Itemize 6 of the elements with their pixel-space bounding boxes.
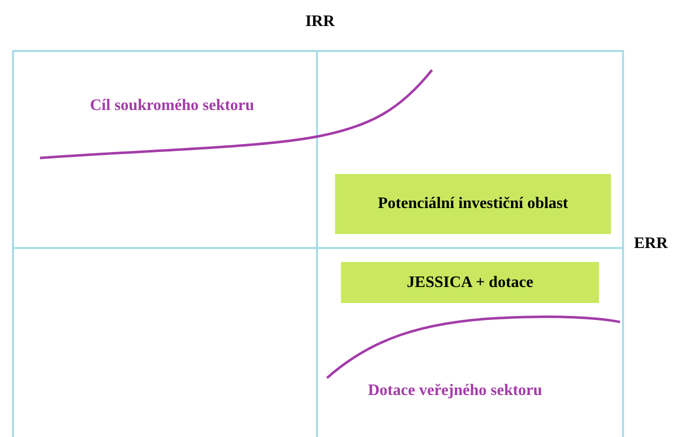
curve-label: Cíl soukromého sektoru bbox=[90, 96, 254, 116]
axis-label: ERR bbox=[634, 234, 668, 254]
curve-label: Dotace veřejného sektoru bbox=[368, 381, 542, 401]
area-box: JESSICA + dotace bbox=[341, 262, 599, 303]
area-box: Potenciální investiční oblast bbox=[335, 174, 611, 234]
axis-label: IRR bbox=[304, 12, 336, 32]
